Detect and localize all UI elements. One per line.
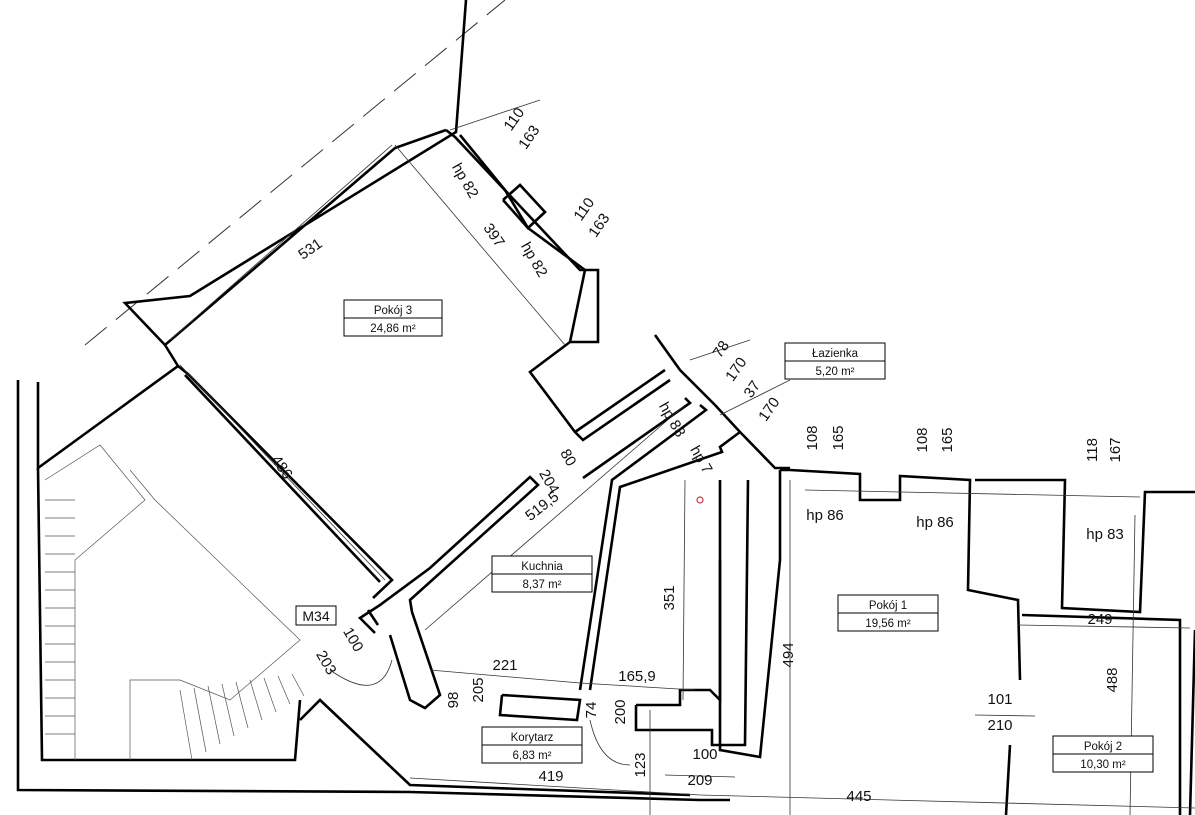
dimension-label: 249: [1087, 611, 1112, 628]
dimension-label: 209: [687, 772, 712, 789]
dimension-label: 80: [556, 446, 579, 469]
unit-label-text: M34: [302, 608, 329, 624]
room-label: Łazienka 5,20 m²: [784, 342, 886, 380]
dimension-label: 494: [780, 642, 797, 667]
room-label: Pokój 3 24,86 m²: [343, 299, 443, 337]
dimension-label: 98: [445, 692, 462, 709]
room-area: 24,86 m²: [370, 323, 416, 335]
room-name: Kuchnia: [521, 561, 563, 573]
room-name: Pokój 1: [869, 600, 907, 612]
dimension-label: 37: [741, 378, 764, 401]
dimension-label: 108: [914, 427, 931, 452]
dimension-label: 221: [492, 657, 517, 674]
dimension-label: 74: [583, 702, 600, 719]
stair-tread: [249, 679, 263, 721]
boundary-dashed-line: [84, 0, 506, 346]
room-name: Korytarz: [511, 732, 554, 744]
dimension-label: 200: [612, 699, 629, 724]
room-area: 19,56 m²: [865, 618, 911, 630]
walls: [16, 0, 1195, 815]
room-name: Pokój 3: [374, 305, 412, 317]
room-name: Łazienka: [812, 348, 859, 360]
dimension-label: 101: [987, 691, 1012, 708]
room-name: Pokój 2: [1084, 741, 1122, 753]
dimension-label: 123: [632, 752, 649, 777]
stair-tread: [235, 681, 249, 729]
room-area: 8,37 m²: [523, 579, 562, 591]
stair-tread: [221, 683, 235, 737]
room-label: Korytarz 6,83 m²: [481, 726, 583, 764]
dimension-label: 78: [710, 338, 733, 361]
stair-tread: [291, 673, 305, 697]
stair-tread: [207, 685, 221, 745]
dimension-label: 165: [939, 427, 956, 452]
dimension-label: 205: [470, 677, 487, 702]
dimension-label: 419: [538, 768, 563, 785]
dimension-label: 108: [804, 425, 821, 450]
dimension-label: hp 86: [806, 507, 844, 524]
dimension-label: 170: [722, 354, 750, 384]
dimension-label: 445: [846, 788, 871, 805]
dimension-label: hp 82: [517, 239, 550, 280]
staircase: [44, 444, 305, 761]
stair-tread: [277, 675, 291, 705]
dimension-label: 397: [480, 220, 508, 250]
dimension-label: 531: [295, 235, 325, 263]
dimension-label: 488: [1104, 667, 1121, 692]
room-area: 10,30 m²: [1080, 759, 1126, 771]
dimension-label: hp 88: [655, 399, 688, 440]
dimension-label: 351: [661, 585, 678, 610]
room-area: 6,83 m²: [513, 750, 552, 762]
dimension-label: hp 86: [916, 514, 954, 531]
dimension-lines: [169, 99, 1195, 815]
room-label: Pokój 1 19,56 m²: [837, 594, 939, 632]
dimension-label: hp 82: [448, 160, 481, 201]
stair-tread: [263, 677, 277, 713]
dimension-label: 170: [755, 394, 783, 424]
dimension-label: hp 83: [1086, 526, 1124, 543]
room-area: 5,20 m²: [816, 366, 855, 378]
room-label: Kuchnia 8,37 m²: [491, 555, 593, 593]
room-labels: Pokój 3 24,86 m² Łazienka 5,20 m² Kuchnia 8,3…: [343, 299, 1154, 773]
dimension-label: 100: [692, 746, 717, 763]
dimension-label: 165: [830, 425, 847, 450]
dimension-label: 167: [1107, 437, 1124, 462]
dimension-label: 165,9: [618, 668, 656, 685]
unit-label: M34: [295, 605, 337, 626]
room-label: Pokój 2 10,30 m²: [1052, 735, 1154, 773]
dimension-label: 210: [987, 717, 1012, 734]
dimension-label: 100: [339, 625, 366, 655]
dimension-label: 118: [1084, 438, 1101, 462]
dimension-label: hp 7: [686, 443, 715, 477]
stair-tread: [193, 687, 207, 753]
stair-tread: [179, 689, 193, 761]
